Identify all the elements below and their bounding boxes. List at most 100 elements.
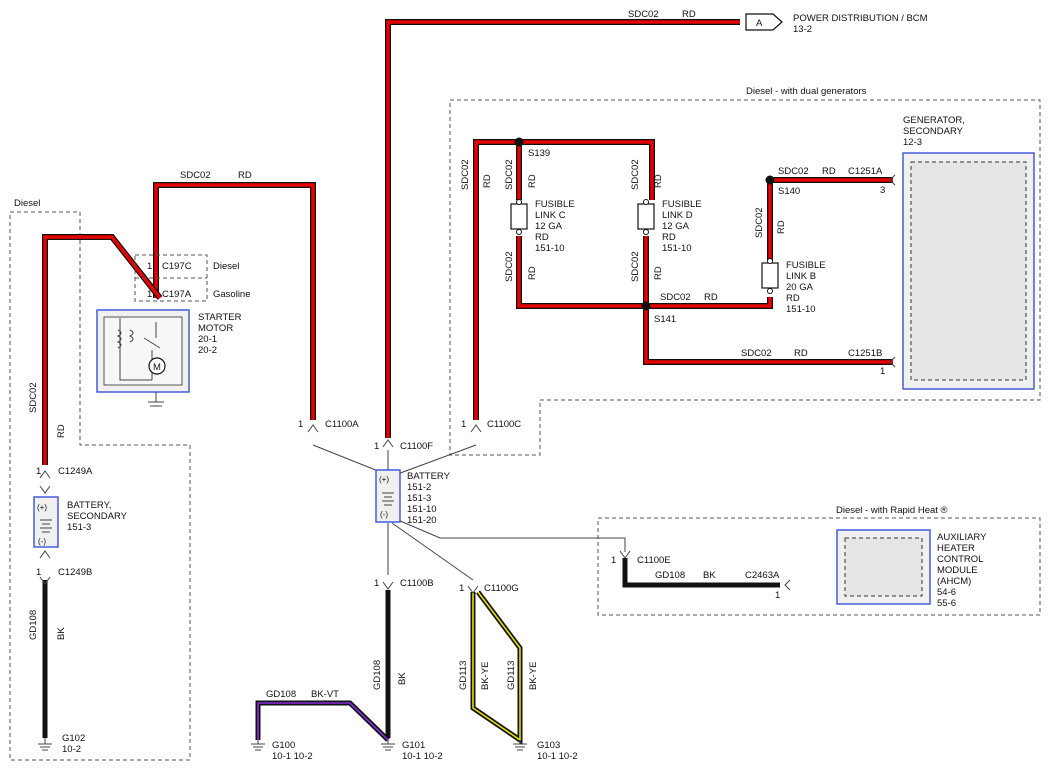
wire-label-fusec-top-rd: RD [527,174,538,188]
wire-label-g102-bk: BK [56,627,67,640]
pin-c1251b: 1 [880,366,885,377]
diesel-region-label: Diesel [14,198,40,209]
wire-label-g102-gd108: GD108 [28,610,39,640]
wire-label-ahcm-bk: BK [703,570,716,581]
pin-c1100b: 1 [374,578,379,589]
ground-g103-refs: 10-1 10-2 [537,751,578,762]
wire-label-fuseb-sdc02: SDC02 [754,207,765,238]
battery-component[interactable] [375,469,401,523]
fusible-link-b[interactable] [761,258,779,294]
rapid-heat-region-border [597,517,1041,616]
fuse-b-ref: 151-10 [786,304,816,315]
pin-c1100e: 1 [611,555,616,566]
wire-label-c1100c-rd: RD [482,174,493,188]
battery-ref-3: 151-10 [407,504,437,515]
ahcm-line-5: (AHCM) [937,576,971,587]
ground-g100-name: G100 [272,740,295,751]
connector-arrows [39,174,896,594]
wire-label-s141-rd: RD [704,292,718,303]
connector-c1251a: C1251A [848,166,883,177]
ahcm-ref-1: 54-6 [937,587,956,598]
pin-c197c: 1 [147,261,152,272]
connector-c197c: C197C [162,261,192,272]
splice-s140-node [765,175,775,185]
power-distribution-connector[interactable]: A [745,13,783,31]
fusible-link-d[interactable] [637,199,655,235]
secbat-name-1: BATTERY, [67,500,111,511]
wire-label-starter-sdc02: SDC02 [180,170,211,181]
connector-c1251b: C1251B [848,348,882,359]
wire-label-c1251a-rd: RD [822,166,836,177]
battery-plus: (+) [379,475,389,484]
splice-s141: S141 [654,314,676,325]
generator-name-1: GENERATOR, [903,115,965,126]
wire-label-g100-gd108: GD108 [266,689,296,700]
wire-label-fuseb-rd: RD [776,220,787,234]
generator-name-2: SECONDARY [903,126,964,137]
splice-s140: S140 [778,186,800,197]
wire-label-g103-gd113-b: GD113 [506,661,517,690]
wire-label-top-rd: RD [682,9,696,20]
fuse-b-color: RD [786,293,800,304]
pin-c1100g: 1 [459,583,464,594]
c197a-variant-label: Gasoline [213,289,251,300]
ahcm-line-2: HEATER [937,543,975,554]
fuse-b-name-1: FUSIBLE [786,260,826,271]
pin-c1251a: 3 [880,185,885,196]
fusible-link-c[interactable] [510,199,528,235]
pin-c1249a: 1 [36,466,41,477]
starter-motor-component[interactable]: M [96,309,190,407]
wire-label-g103-gd113-a: GD113 [458,661,469,690]
connector-c1100f: C1100F [400,441,433,452]
connector-a-tag: A [756,18,763,29]
fuse-c-name-1: FUSIBLE [535,199,575,210]
pin-c1100a: 1 [298,419,303,430]
fuse-d-color: RD [662,232,676,243]
fuse-c-color: RD [535,232,549,243]
ahcm-line-1: AUXILIARY [937,532,987,543]
fuse-d-name-1: FUSIBLE [662,199,702,210]
battery-ref-1: 151-2 [407,482,431,493]
fuse-d-name-2: LINK D [662,210,693,221]
wire-label-c1251a-sdc02: SDC02 [778,166,809,177]
ahcm-line-3: CONTROL [937,554,983,565]
dual-generators-region-label: Diesel - with dual generators [746,86,867,97]
connector-c2463a: C2463A [745,570,780,581]
motor-symbol: M [153,362,161,373]
wire-label-s141-sdc02: SDC02 [660,292,691,303]
wire-label-g101-gd108: GD108 [372,660,383,690]
secondary-battery-component[interactable] [33,496,59,548]
diesel-region-border [9,211,191,761]
connector-c1100c: C1100C [487,419,521,430]
starter-name-1: STARTER [198,312,242,323]
wire-label-secbat-rd: RD [56,424,67,438]
ahcm-component[interactable] [836,529,931,605]
ground-g103-name: G103 [537,740,560,751]
starter-ref-1: 20-1 [198,334,217,345]
connector-c1100e: C1100E [637,555,671,566]
ahcm-line-4: MODULE [937,565,978,576]
ground-g102-name: G102 [62,733,85,744]
connector-c1249b: C1249B [58,567,92,578]
fuse-b-name-2: LINK B [786,271,816,282]
wire-label-fused-top-rd: RD [653,174,664,188]
power-distribution-label: POWER DISTRIBUTION / BCM [793,13,928,24]
pin-c1100c: 1 [461,419,466,430]
ground-g100-refs: 10-1 10-2 [272,751,313,762]
ground-g102-refs: 10-2 [62,744,81,755]
fuse-c-ref: 151-10 [535,243,565,254]
wire-label-top-sdc02: SDC02 [628,9,659,20]
wire-label-c1251b-rd: RD [794,348,808,359]
wire-label-g101-bk: BK [397,672,408,685]
c197c-variant-label: Diesel [213,261,239,272]
wire-label-fused-bot-sdc02: SDC02 [630,251,641,282]
wire-label-fusec-bot-sdc02: SDC02 [504,251,515,282]
wire-label-fused-top-sdc02: SDC02 [630,159,641,190]
battery-ref-4: 151-20 [407,515,437,526]
wire-label-g100-bkvt: BK-VT [311,689,339,700]
secondary-generator-component[interactable] [902,152,1035,390]
wire-label-g103-bkye-b: BK-YE [528,661,539,690]
pin-c2463a: 1 [775,590,780,601]
secbat-minus: (-) [38,537,46,546]
